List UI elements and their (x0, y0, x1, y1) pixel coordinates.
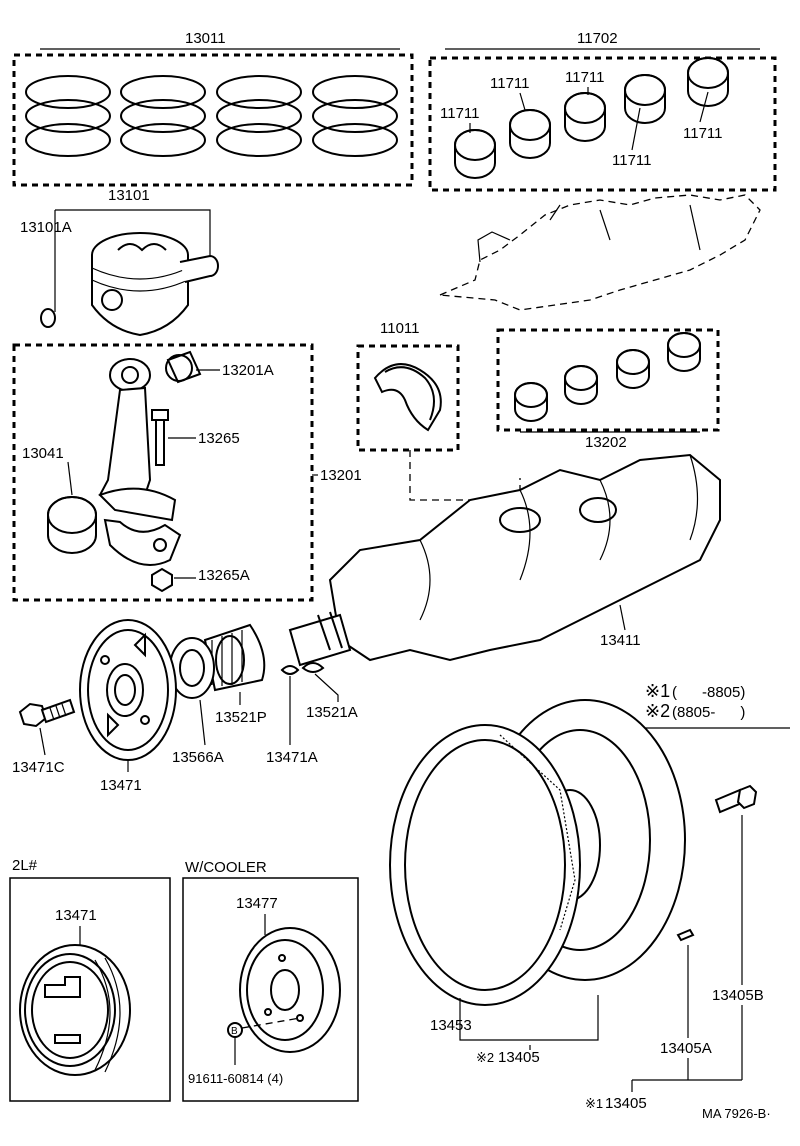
piston-snap-ring (40, 308, 56, 328)
bolt-marker-text: B (231, 1026, 238, 1037)
conrod-label: 13041 (22, 445, 64, 462)
option-cooler-group: W/COOLER 13477 B 91611-60814 (4) (182, 859, 359, 1102)
thrust-washer-group: 11011 (356, 320, 521, 501)
note-range-1: ( -8805) (672, 684, 745, 701)
pulley-key-label: 13471A (266, 749, 318, 766)
flywheel-pin (676, 928, 695, 942)
piston-ring-stack-3 (216, 75, 302, 157)
conrod-bushing-label: 13201A (222, 362, 274, 379)
conrod-cap (103, 518, 182, 566)
pulley-key (280, 665, 300, 675)
note-mark-2: ※2 (645, 701, 670, 721)
piston-group: 13101 13101A (20, 187, 219, 337)
main-bearing-label-5: 11711 (683, 125, 723, 142)
conrod-bolt-label: 13265 (198, 430, 240, 447)
crank-gear (203, 623, 266, 692)
thrust-washer-label: 11011 (380, 320, 420, 337)
pulley-bolt (18, 698, 76, 728)
piston-snap-ring-label: 13101A (20, 219, 72, 236)
conrod-assembly-label: 13201 (320, 467, 362, 484)
flywheel-pin-label: 13405A (660, 1040, 712, 1057)
crank-key (301, 662, 325, 673)
conrod-bearing-shell (47, 496, 97, 554)
conrod-bushing (165, 350, 202, 384)
piston-label: 13101 (108, 187, 150, 204)
piston (91, 232, 219, 337)
piston-ring-set-label: 13011 (185, 30, 226, 47)
crank-gear-label: 13521P (215, 709, 267, 726)
main-bearing-label-3: 11711 (565, 69, 605, 86)
oil-slinger-label: 13566A (172, 749, 224, 766)
conrod-bolt (151, 409, 169, 466)
piston-ring-set-group: 13011 (12, 30, 414, 187)
conrod-bearing-shells (514, 332, 701, 422)
flywheel-note2-label: 13405 (498, 1049, 540, 1066)
flywheel-note2-mark: ※2 (476, 1050, 494, 1065)
piston-ring-stack-4 (312, 75, 398, 157)
pulley-2l-label: 13471 (55, 907, 97, 924)
main-bearing-label-2: 11711 (490, 75, 530, 92)
damper-cooler (239, 927, 341, 1053)
piston-ring-stack-1 (25, 75, 111, 157)
ring-gear-label: 13453 (430, 1017, 472, 1034)
crank-key-label: 13521A (306, 704, 358, 721)
main-bearing-shells (454, 57, 729, 179)
crank-pulley-label: 13471 (100, 777, 142, 794)
ring-gear (389, 724, 581, 1006)
damper-cooler-label: 13477 (236, 895, 278, 912)
main-bearing-label-4: 11711 (612, 152, 652, 169)
pulley-2l (19, 944, 131, 1076)
main-bearing-label-1: 11711 (440, 105, 480, 122)
conrod-assembly-group: 13201 13201A 13265 13041 (12, 343, 362, 602)
flywheel-bolt (714, 784, 758, 814)
crank-pulley (79, 619, 177, 761)
crankshaft-ghost-outline (439, 194, 761, 311)
conrod-bearing-set-label: 13202 (585, 434, 627, 451)
conrod-bearing-set-group: 13202 (496, 328, 720, 451)
option-cooler-label: W/COOLER (185, 859, 267, 876)
serial-note-legend: ※1 ( -8805) ※2 (8805- ) (645, 681, 790, 729)
conrod (98, 358, 177, 522)
crankshaft (288, 453, 721, 667)
note-mark-1: ※1 (645, 681, 670, 701)
note-range-2: (8805- ) (672, 704, 745, 721)
conrod-nut (151, 567, 173, 593)
flywheel-note1-label: 13405 (605, 1095, 647, 1112)
main-bearing-set-group: 11702 11711 11711 11711 11711 11711 (428, 30, 777, 192)
option-2l-label: 2L# (12, 857, 38, 874)
damper-bolt-label: 91611-60814 (4) (188, 1071, 283, 1086)
pulley-bolt-label: 13471C (12, 759, 65, 776)
option-2l-group: 2L# 13471 (9, 857, 171, 1102)
diagram-code: MA 7926-B· (702, 1106, 771, 1121)
flywheel-note1-mark: ※1 (585, 1096, 603, 1111)
crankshaft-label: 13411 (600, 632, 641, 649)
conrod-nut-label: 13265A (198, 567, 250, 584)
flywheel-bolt-label: 13405B (712, 987, 764, 1004)
piston-ring-stack-2 (120, 75, 206, 157)
main-bearing-set-label: 11702 (577, 30, 618, 47)
